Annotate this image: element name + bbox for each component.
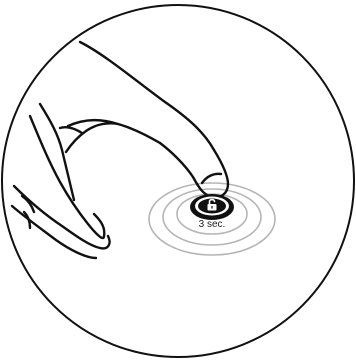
lock-button — [190, 194, 234, 220]
frame-circle — [2, 5, 354, 357]
hold-duration-label: 3 sec. — [199, 219, 226, 230]
